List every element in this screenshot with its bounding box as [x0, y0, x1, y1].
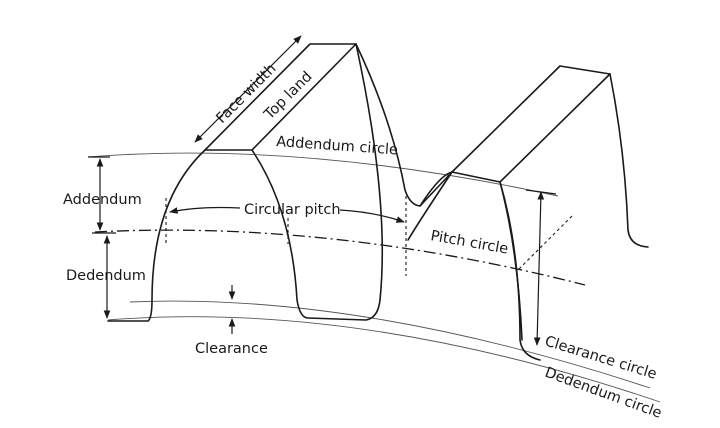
- dedendum-circle-line: [107, 316, 661, 403]
- circular-pitch-label: Circular pitch: [244, 202, 341, 218]
- addendum-label: Addendum: [63, 192, 142, 208]
- circular-pitch-arrow-right: [339, 209, 405, 223]
- right-tooth-top-land: [451, 65, 611, 183]
- right-tooth-back-profile: [609, 73, 649, 248]
- face-width-arrow: [194, 35, 302, 143]
- pitch-circle-line: [94, 229, 586, 286]
- clearance-label: Clearance: [195, 341, 268, 357]
- left-tooth-front-profile: [107, 43, 384, 322]
- tooth-height-tick-top: [525, 189, 557, 195]
- left-tooth-right-flank-back: [355, 43, 453, 207]
- clearance-circle-line: [129, 300, 651, 389]
- pitch-mark-far: [517, 215, 573, 271]
- right-tooth-inner-flank: [499, 181, 523, 341]
- right-tooth-front-left-flank: [407, 171, 453, 241]
- circular-pitch-arrow-left: [169, 206, 241, 214]
- pitch-circle-label: Pitch circle: [429, 228, 509, 257]
- addendum-circle-label: Addendum circle: [276, 134, 399, 158]
- dedendum-label: Dedendum: [66, 268, 146, 284]
- addendum-circle-line: [87, 152, 559, 197]
- tooth-height-arrow: [533, 191, 545, 346]
